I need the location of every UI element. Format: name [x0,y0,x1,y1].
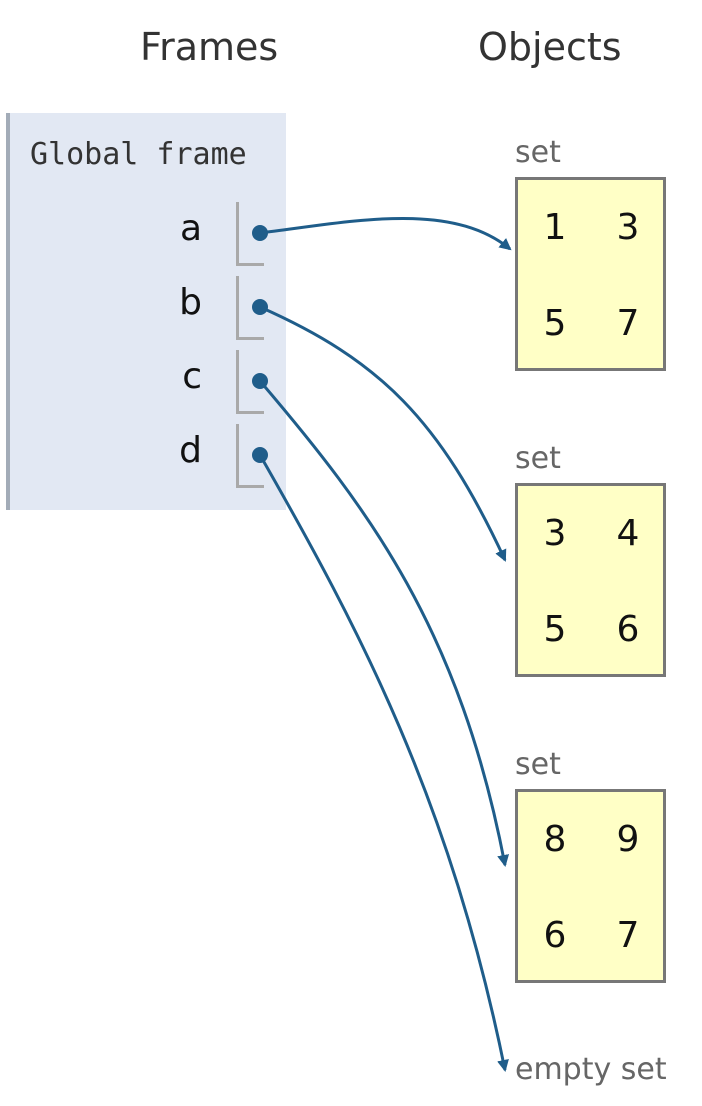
set-element: 3 [543,513,567,554]
variable-slot-a [236,202,264,266]
pointer-arrow-d [258,454,509,1072]
variable-name-a: a [179,208,202,249]
set-type-label: set [515,441,561,476]
set-element: 3 [616,207,640,248]
variable-slot-c [236,350,264,414]
variable-slot-b [236,276,264,340]
pointer-arrow-b [259,305,507,562]
set-element: 1 [543,207,567,248]
set-element: 6 [543,915,567,956]
pointer-arrow-c [258,380,510,867]
objects-heading: Objects [478,25,622,69]
set-object-1: 1 3 5 7 [515,177,666,371]
set-element: 7 [616,303,640,344]
variable-name-d: d [179,430,202,471]
set-element: 5 [543,303,567,344]
pointer-arrow-a [259,216,512,251]
set-type-label: set [515,135,561,170]
frames-heading: Frames [140,25,279,69]
set-object-2: 3 4 5 6 [515,483,666,677]
set-element: 5 [543,609,567,650]
variable-slot-d [236,424,264,488]
global-frame: Global frame a b c d [6,113,286,510]
set-element: 8 [543,819,567,860]
set-type-label: set [515,747,561,782]
set-element: 9 [616,819,640,860]
frame-title: Global frame [30,137,247,172]
variable-name-c: c [182,356,202,397]
empty-set-label: empty set [515,1052,667,1087]
set-element: 6 [616,609,640,650]
set-object-3: 8 9 6 7 [515,789,666,983]
set-element: 7 [616,915,640,956]
set-element: 4 [616,513,640,554]
variable-name-b: b [179,282,202,323]
